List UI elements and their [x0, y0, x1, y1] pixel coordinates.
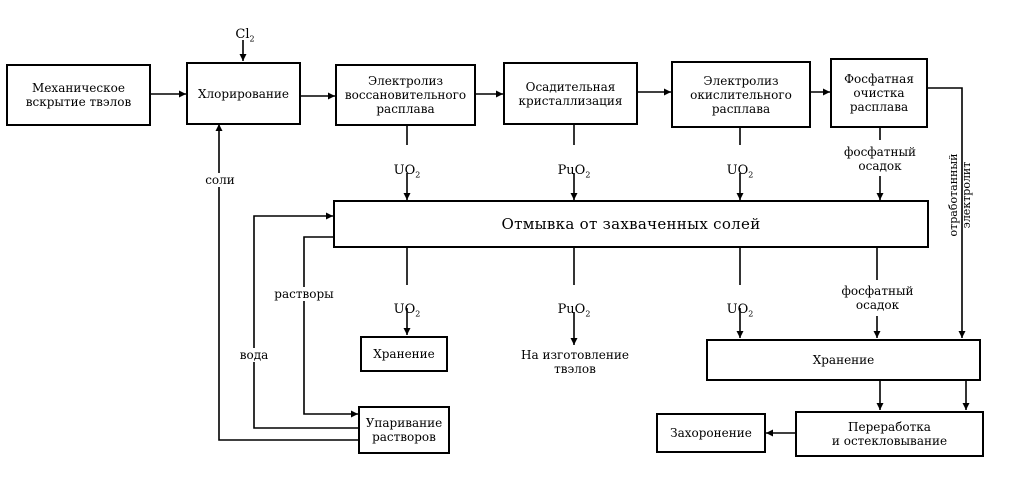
uo2-subscript: 2 [415, 170, 421, 180]
puo2-label-bottom: PuO2 [550, 289, 598, 322]
puo2-label-top: PuO2 [550, 150, 598, 183]
puo2-subscript: 2 [585, 170, 591, 180]
uo2-label-top-1: UO2 [387, 150, 427, 183]
uo2-text: UO [726, 163, 749, 178]
to-fuel-label: На изготовление твэлов [521, 348, 629, 376]
oxidation-electrolysis-box: Электролиз окислительного расплава [671, 61, 811, 128]
salt-washing-box: Отмывка от захваченных солей [333, 200, 929, 248]
cl2-text: Cl [235, 27, 250, 42]
uo2-subscript: 2 [415, 309, 421, 319]
reduction-electrolysis-box: Электролиз восcановительного расплава [335, 64, 476, 126]
uo2-label-bottom-2: UO2 [720, 289, 760, 322]
mechanical-opening-box: Механическое вскрытие твэлов [6, 64, 151, 126]
puo2-text: PuO [557, 302, 586, 317]
uo2-subscript: 2 [748, 170, 754, 180]
vitrification-box: Переработка и остекловывание [795, 411, 984, 457]
uo2-text: UO [726, 302, 749, 317]
storage-box-waste: Хранение [706, 339, 981, 381]
uo2-text: UO [393, 163, 416, 178]
salts-label: соли [196, 173, 244, 187]
uo2-label-top-2: UO2 [720, 150, 760, 183]
phosphate-purification-box: Фосфатная очистка расплава [830, 58, 928, 128]
puo2-text: PuO [557, 163, 586, 178]
uo2-text: UO [393, 302, 416, 317]
phosphate-sediment-label-bottom: фосфатный осадок [841, 284, 914, 312]
cl2-subscript: 2 [249, 34, 255, 44]
evaporation-box: Упаривание растворов [358, 406, 450, 454]
puo2-subscript: 2 [585, 309, 591, 319]
chlorination-box: Хлорирование [186, 62, 301, 125]
spent-electrolyte-label: отработанный электролит [947, 153, 973, 237]
burial-box: Захоронение [656, 413, 766, 453]
water-label: вода [232, 348, 276, 362]
uo2-subscript: 2 [748, 309, 754, 319]
storage-box-uo2: Хранение [360, 336, 448, 372]
precipitation-crystallization-box: Осадительная кристаллизация [503, 62, 638, 125]
cl2-label: Cl2 [230, 14, 260, 47]
uo2-label-bottom-1: UO2 [387, 289, 427, 322]
solutions-label: растворы [268, 287, 340, 301]
phosphate-sediment-label-top: фосфатный осадок [843, 145, 917, 173]
